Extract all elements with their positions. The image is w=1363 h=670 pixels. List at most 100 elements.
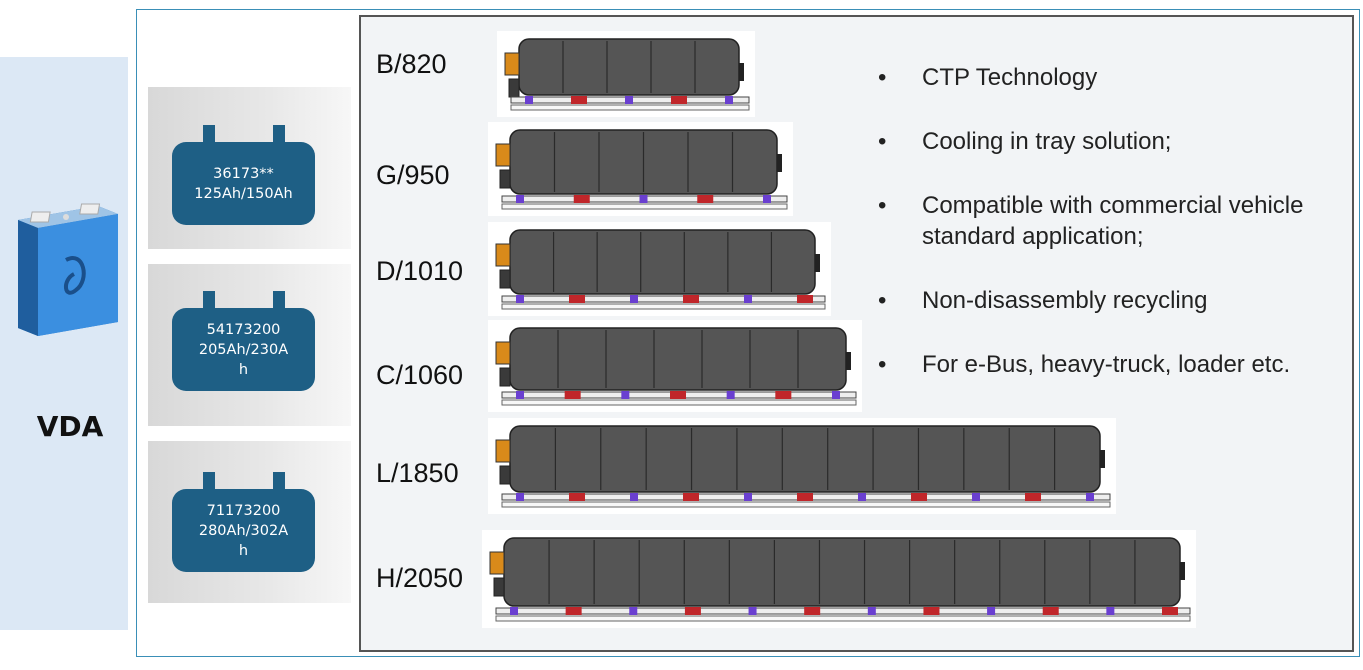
terminal-icon	[203, 472, 215, 490]
pack-label: B/820	[376, 49, 447, 79]
cell-capacity-unit: h	[238, 542, 249, 559]
pack-body	[509, 229, 816, 295]
pack-body	[509, 327, 847, 391]
red-bracket-icon	[1042, 607, 1059, 615]
pack-label: H/2050	[376, 563, 464, 593]
purple-bracket-icon	[763, 195, 771, 203]
pack-label: D/1010	[376, 256, 464, 286]
purple-bracket-icon	[748, 607, 757, 615]
pack-body	[503, 537, 1181, 607]
battery-pack-image	[488, 418, 1116, 514]
feature-item: CTP Technology	[922, 64, 1098, 91]
cell-spec: 71173200 280Ah/302A h	[172, 489, 315, 572]
cell-capacity: 205Ah/230A	[198, 341, 289, 358]
purple-bracket-icon	[510, 607, 518, 615]
red-bracket-icon	[911, 493, 927, 501]
red-bracket-icon	[797, 493, 813, 501]
connector-icon	[504, 52, 520, 76]
terminal-icon	[273, 125, 285, 143]
red-bracket-icon	[697, 195, 714, 203]
connector-icon	[493, 577, 505, 597]
battery-cell-image	[18, 203, 118, 336]
purple-bracket-icon	[1106, 607, 1115, 615]
purple-bracket-icon	[987, 607, 996, 615]
purple-bracket-icon	[516, 195, 524, 203]
cell-capacity-unit: h	[238, 361, 249, 378]
cell-capacity: 125Ah/150Ah	[194, 185, 293, 202]
red-bracket-icon	[569, 493, 585, 501]
red-bracket-icon	[684, 607, 701, 615]
tray-rail	[495, 615, 1191, 622]
vda-cell-panel	[0, 57, 128, 630]
tray-rail	[510, 104, 750, 111]
side-latch-icon	[846, 352, 851, 370]
purple-bracket-icon	[516, 493, 524, 501]
bullet-icon: •	[878, 192, 887, 219]
connector-icon	[495, 243, 511, 267]
purple-bracket-icon	[858, 493, 866, 501]
side-latch-icon	[1180, 562, 1185, 580]
cell-model: 54173200	[206, 321, 281, 338]
connector-icon	[499, 269, 511, 289]
cell-capacity: 280Ah/302A	[198, 522, 289, 539]
tray-rail	[501, 295, 826, 303]
battery-pack-image	[488, 222, 831, 316]
battery-pack-image	[488, 320, 862, 412]
connector-icon	[495, 143, 511, 167]
purple-bracket-icon	[744, 493, 752, 501]
purple-bracket-icon	[832, 391, 840, 399]
purple-bracket-icon	[726, 391, 735, 399]
tray-rail	[501, 203, 788, 210]
red-bracket-icon	[670, 391, 686, 399]
pack-body	[509, 425, 1101, 493]
tray-rail	[501, 303, 826, 310]
purple-bracket-icon	[725, 96, 733, 104]
purple-bracket-icon	[516, 391, 524, 399]
purple-bracket-icon	[1086, 493, 1094, 501]
cell-spec: 54173200 205Ah/230A h	[172, 308, 315, 391]
main-frame	[136, 9, 1360, 657]
connector-icon	[499, 169, 511, 189]
connector-icon	[495, 341, 511, 365]
terminal-icon	[203, 125, 215, 143]
red-bracket-icon	[1162, 607, 1178, 615]
pack-body	[518, 38, 740, 96]
red-bracket-icon	[571, 96, 587, 104]
purple-bracket-icon	[629, 607, 638, 615]
purple-bracket-icon	[621, 391, 630, 399]
purple-bracket-icon	[630, 295, 638, 303]
feature-item: For e-Bus, heavy-truck, loader etc.	[922, 351, 1291, 378]
connector-icon	[499, 367, 511, 387]
purple-bracket-icon	[972, 493, 980, 501]
purple-bracket-icon	[525, 96, 533, 104]
battery-pack-image	[488, 122, 793, 216]
pack-label: C/1060	[376, 360, 464, 390]
red-bracket-icon	[671, 96, 687, 104]
red-bracket-icon	[564, 391, 581, 399]
purple-bracket-icon	[625, 96, 633, 104]
red-bracket-icon	[683, 295, 699, 303]
bullet-icon: •	[878, 64, 887, 91]
red-bracket-icon	[1025, 493, 1041, 501]
connector-icon	[499, 465, 511, 485]
bullet-icon: •	[878, 287, 887, 314]
cell-model: 71173200	[206, 502, 281, 519]
bullet-icon: •	[878, 351, 887, 378]
red-bracket-icon	[569, 295, 585, 303]
side-latch-icon	[777, 154, 782, 172]
connector-icon	[489, 551, 505, 575]
red-bracket-icon	[804, 607, 821, 615]
purple-bracket-icon	[630, 493, 638, 501]
battery-pack-image	[497, 31, 755, 117]
purple-bracket-icon	[639, 195, 648, 203]
side-latch-icon	[1100, 450, 1105, 468]
feature-item: Cooling in tray solution;	[922, 128, 1172, 155]
purple-bracket-icon	[867, 607, 876, 615]
bullet-icon: •	[878, 128, 887, 155]
red-bracket-icon	[797, 295, 813, 303]
feature-item: Compatible with commercial vehicle stand…	[922, 192, 1304, 250]
tray-rail	[501, 501, 1111, 508]
pack-label: G/950	[376, 160, 450, 190]
feature-item: Non-disassembly recycling	[922, 287, 1208, 314]
terminal-icon	[273, 291, 285, 309]
